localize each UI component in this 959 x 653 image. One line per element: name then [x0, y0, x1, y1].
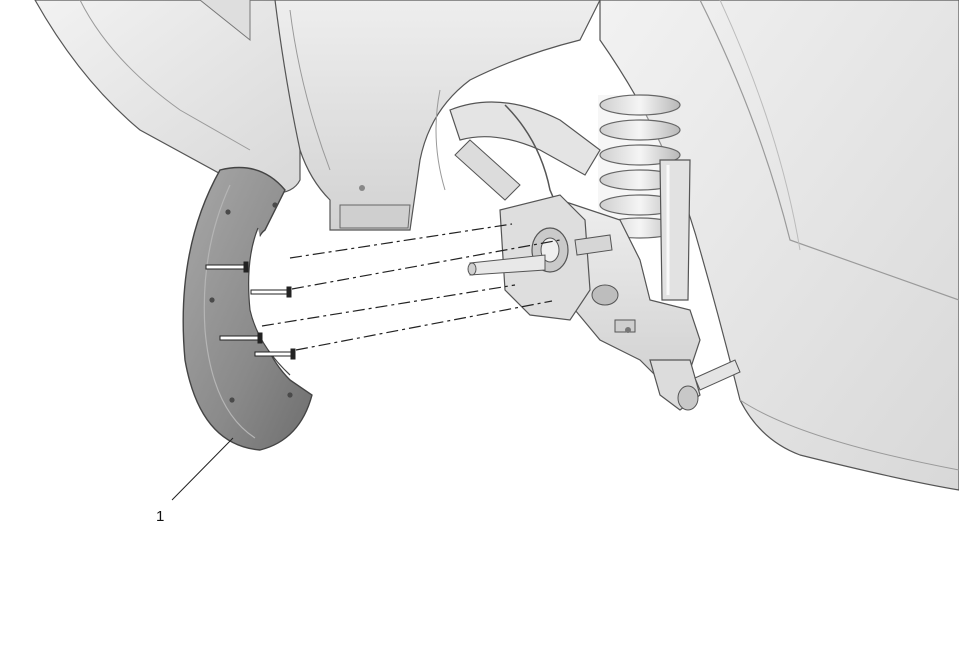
splash-shield-bolt: [254, 348, 296, 360]
vehicle-body-left: [34, 0, 301, 194]
shock-absorber: [659, 159, 691, 301]
vehicle-body-right: [599, 0, 959, 491]
upper-link: [449, 101, 601, 201]
callout-1: 1: [156, 437, 234, 525]
lower-control-arm: [649, 359, 741, 411]
splash-shield-bolt: [219, 332, 263, 344]
splash-shield-bolt: [250, 286, 292, 298]
splash-shield-bolt: [205, 261, 249, 273]
wheel-hub: [467, 194, 613, 321]
alignment-line: [289, 223, 513, 259]
splash-shield-bolts: [205, 261, 296, 360]
callout-leader-line: [171, 437, 234, 501]
brake-splash-shield: [182, 166, 313, 451]
callout-number: 1: [156, 508, 164, 525]
alignment-line: [261, 284, 516, 327]
alignment-line: [295, 300, 553, 351]
wheel-well-liner: [274, 0, 601, 231]
alignment-lines: [261, 223, 561, 351]
